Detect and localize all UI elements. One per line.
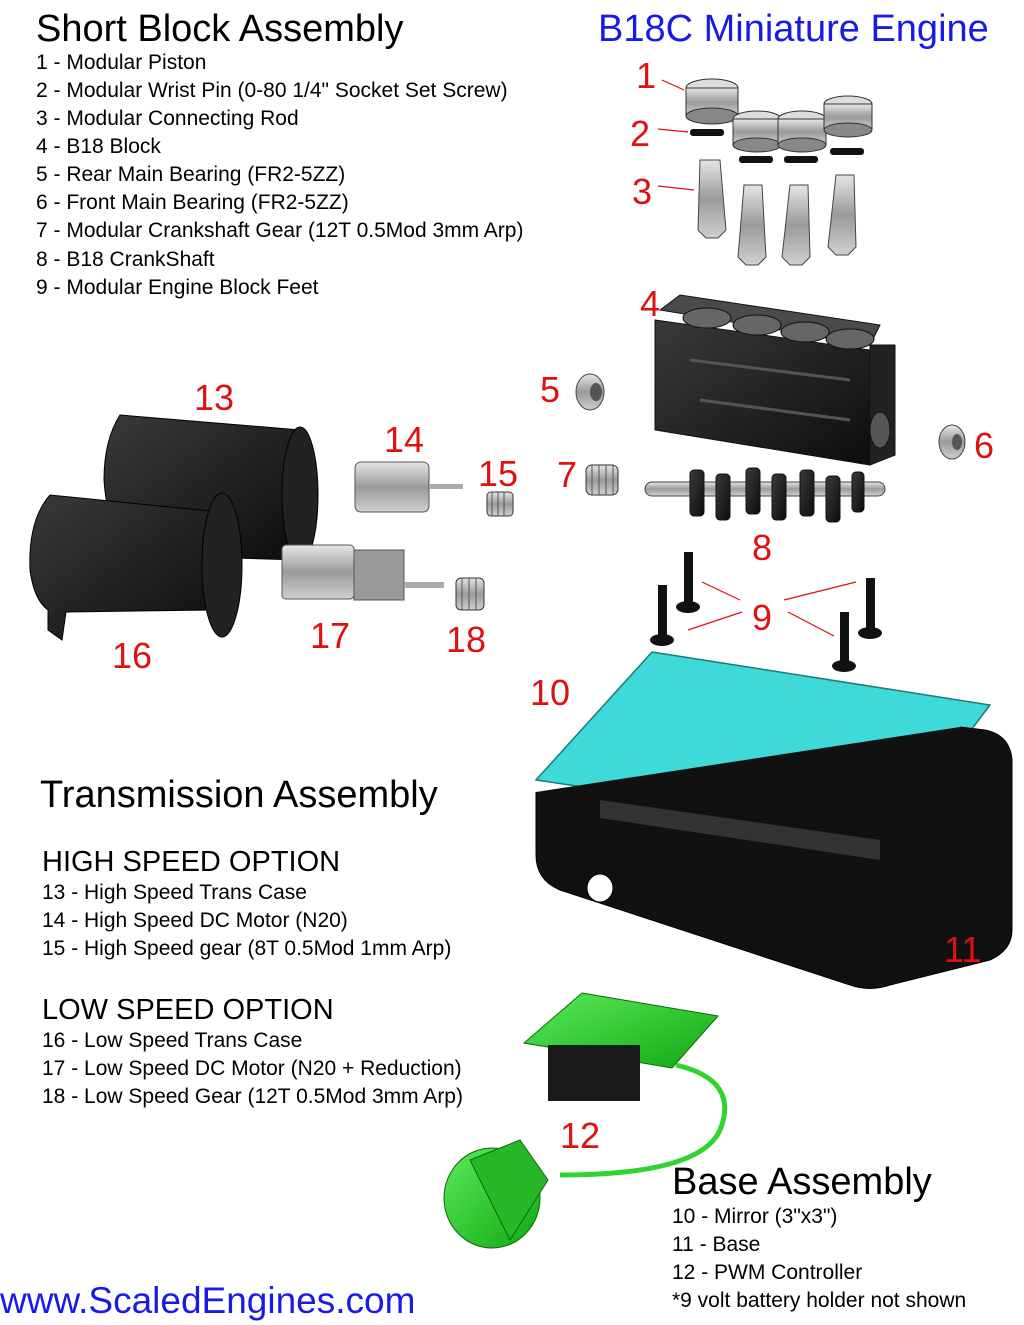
callout-13: 13 [194, 377, 235, 418]
callout-11: 11 [944, 929, 982, 970]
callout-15: 15 [478, 453, 519, 494]
feet-leader-lines [687, 581, 857, 637]
wrist-pin-group [690, 129, 864, 163]
list-item: 8 - B18 CrankShaft [36, 248, 215, 271]
callout-2: 2 [630, 113, 651, 154]
callout-18: 18 [446, 619, 487, 660]
list-item: 15 - High Speed gear (8T 0.5Mod 1mm Arp) [42, 937, 452, 960]
list-item: 18 - Low Speed Gear (12T 0.5Mod 3mm Arp) [42, 1085, 463, 1108]
list-item: 3 - Modular Connecting Rod [36, 107, 299, 130]
engine-block-feet [650, 552, 882, 672]
callout-5: 5 [540, 369, 561, 410]
crankshaft-gear [585, 464, 619, 496]
list-item: 5 - Rear Main Bearing (FR2-5ZZ) [36, 163, 346, 186]
list-item: 14 - High Speed DC Motor (N20) [42, 909, 348, 932]
low-speed-gear [455, 577, 485, 611]
list-item: 6 - Front Main Bearing (FR2-5ZZ) [36, 191, 349, 214]
website-link[interactable]: www.ScaledEngines.com [0, 1280, 416, 1321]
callout-4: 4 [640, 283, 661, 324]
front-main-bearing [938, 424, 966, 460]
connecting-rod-group [697, 159, 857, 266]
list-item: 7 - Modular Crankshaft Gear (12T 0.5Mod … [36, 219, 524, 242]
callout-9: 9 [752, 597, 773, 638]
list-item: 10 - Mirror (3"x3") [672, 1205, 838, 1228]
callout-leader-lines [657, 79, 695, 191]
callout-16: 16 [112, 635, 153, 676]
low-speed-trans-case [29, 492, 243, 641]
list-item: 12 - PWM Controller [672, 1261, 863, 1284]
piston-group [685, 78, 873, 153]
list-item: 4 - B18 Block [36, 135, 161, 158]
crankshaft [644, 467, 886, 523]
callout-14: 14 [384, 419, 425, 460]
callout-8: 8 [752, 527, 773, 568]
footnote: *9 volt battery holder not shown [672, 1289, 967, 1312]
low-speed-title: LOW SPEED OPTION [42, 994, 334, 1026]
high-speed-dc-motor [354, 461, 463, 513]
list-item: 2 - Modular Wrist Pin (0-80 1/4" Socket … [36, 79, 508, 102]
callout-12: 12 [560, 1115, 601, 1156]
list-item: 17 - Low Speed DC Motor (N20 + Reduction… [42, 1057, 462, 1080]
engine-block [654, 294, 896, 466]
high-speed-title: HIGH SPEED OPTION [42, 846, 341, 878]
rear-main-bearing [575, 373, 605, 411]
list-item: 11 - Base [672, 1233, 761, 1256]
base [535, 726, 1013, 989]
callout-17: 17 [310, 615, 351, 656]
callout-1: 1 [636, 55, 657, 96]
callout-3: 3 [632, 171, 653, 212]
high-speed-gear [486, 491, 514, 517]
list-item: 16 - Low Speed Trans Case [42, 1029, 303, 1052]
list-item: 1 - Modular Piston [36, 51, 207, 74]
low-speed-dc-motor [281, 544, 444, 601]
short-block-title: Short Block Assembly [36, 8, 404, 50]
transmission-title: Transmission Assembly [40, 774, 438, 816]
list-item: 9 - Modular Engine Block Feet [36, 276, 319, 299]
pwm-controller [443, 992, 728, 1249]
base-title: Base Assembly [672, 1161, 932, 1203]
list-item: 13 - High Speed Trans Case [42, 881, 307, 904]
callout-10: 10 [530, 672, 571, 713]
engine-title: B18C Miniature Engine [598, 8, 989, 50]
callout-6: 6 [974, 425, 995, 466]
callout-7: 7 [557, 454, 578, 495]
